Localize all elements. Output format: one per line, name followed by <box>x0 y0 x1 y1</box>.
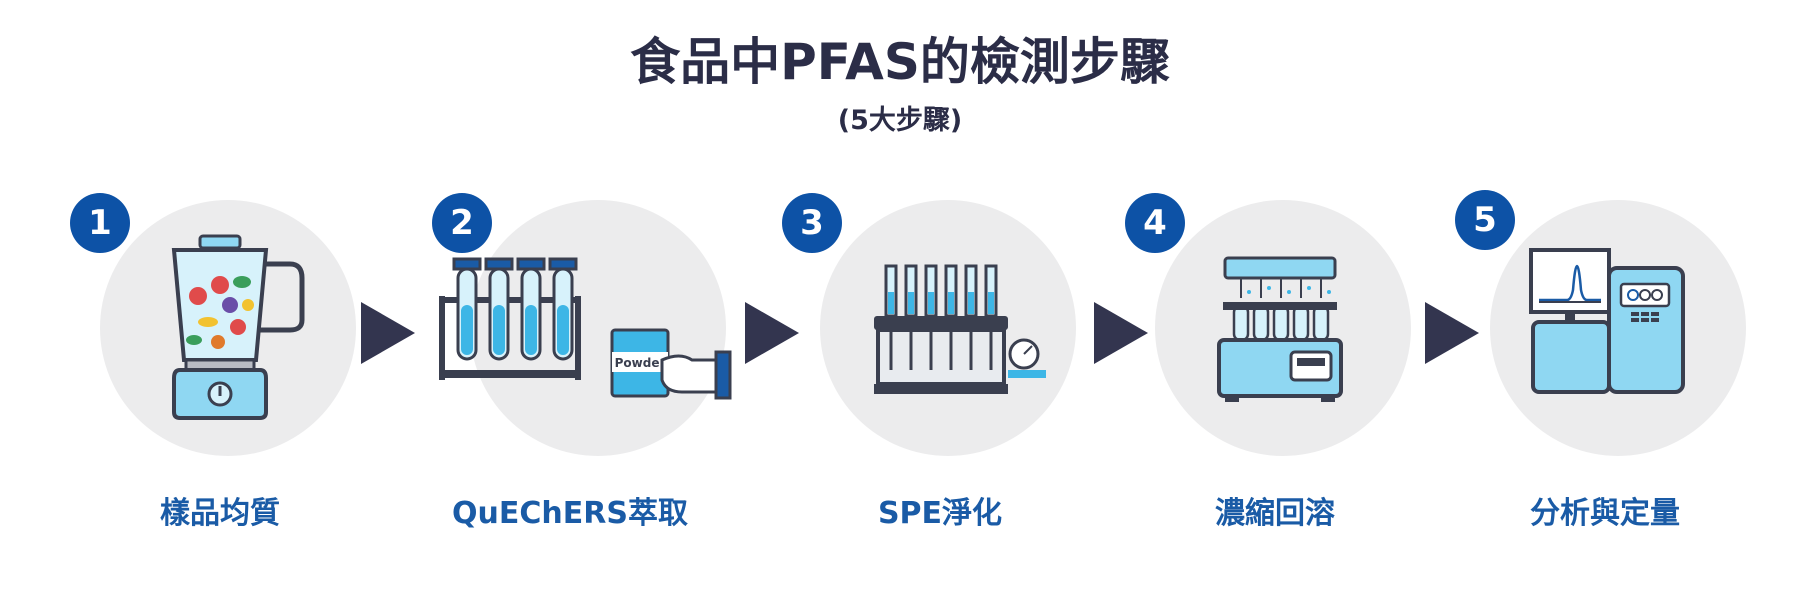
step-3: 3 SPE淨化 <box>782 0 1090 590</box>
step-4-number-badge: 4 <box>1125 193 1185 253</box>
step-2-circle <box>470 200 726 456</box>
lc-ms-instrument-icon <box>1529 248 1685 394</box>
step-2-number-badge: 2 <box>432 193 492 253</box>
step-5-label: 分析與定量 <box>1530 496 1680 531</box>
evaporator-icon <box>1217 256 1343 402</box>
spe-manifold-icon <box>874 264 1046 394</box>
step-3-number-badge: 3 <box>782 193 842 253</box>
arrow-step1-to-step2 <box>361 302 415 364</box>
test-tubes-powder-icon: Powder <box>439 257 732 400</box>
step-4-label: 濃縮回溶 <box>1215 496 1335 531</box>
step-1-number-badge: 1 <box>70 193 130 253</box>
blender-icon <box>171 234 305 420</box>
step-5-number-badge: 5 <box>1455 190 1515 250</box>
arrow-step3-to-step4 <box>1094 302 1148 364</box>
page-title: 食品中PFAS的檢測步驟 <box>630 33 1170 91</box>
step-2: Powder 2 QuEChERS萃取 <box>430 0 732 590</box>
step-5: 5 分析與定量 <box>1455 0 1755 590</box>
step-1-label: 樣品均質 <box>160 496 280 531</box>
step-1: 1 樣品均質 <box>70 0 370 590</box>
powder-packet-text: Powder <box>615 356 666 370</box>
step-2-label: QuEChERS萃取 <box>452 496 688 531</box>
arrow-step2-to-step3 <box>745 302 799 364</box>
step-4: 4 濃縮回溶 <box>1125 0 1425 590</box>
step-3-label: SPE淨化 <box>877 496 1003 531</box>
page-subtitle: (5大步驟) <box>837 105 963 136</box>
arrow-step4-to-step5 <box>1425 302 1479 364</box>
